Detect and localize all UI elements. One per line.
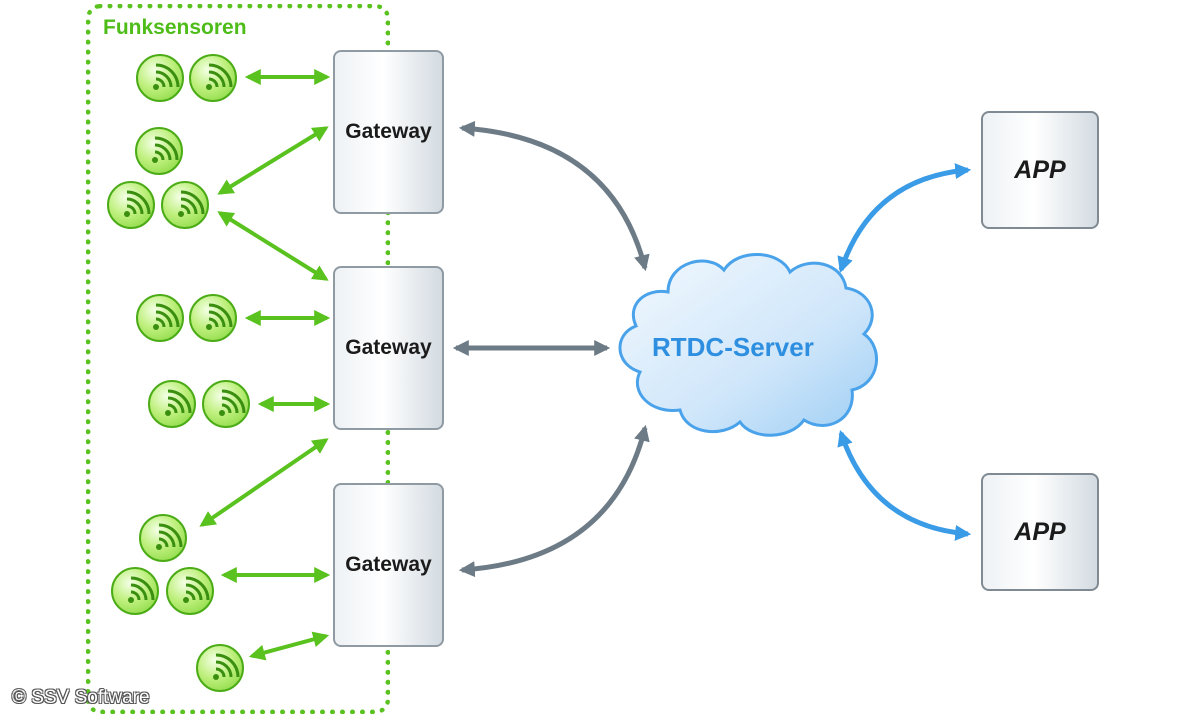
wireless-signal-icon [136, 54, 184, 102]
wireless-signal-icon [111, 567, 159, 615]
sensor-link [217, 126, 329, 195]
server-app-link [837, 429, 972, 541]
wireless-signal-icon [166, 567, 214, 615]
sensor-link [199, 438, 329, 527]
gateway-box: Gateway [333, 483, 444, 647]
app-label: APP [1014, 155, 1066, 184]
wireless-signal-icon [107, 181, 155, 229]
app-box: APP [981, 111, 1099, 229]
group-title: Funksensoren [103, 16, 247, 39]
gateway-box: Gateway [333, 266, 444, 430]
sensor-link [248, 631, 330, 661]
wireless-signal-icon [189, 294, 237, 342]
wireless-signal-icon [148, 380, 196, 428]
rtdc-server-cloud [618, 253, 878, 437]
app-label: APP [1014, 517, 1066, 546]
gateway-label: Gateway [345, 120, 432, 143]
wireless-signal-icon [135, 127, 183, 175]
wireless-signal-icon [189, 54, 237, 102]
server-app-link [837, 163, 972, 274]
gateway-server-link [458, 424, 650, 578]
copyright-notice: © SSV Software [12, 687, 150, 708]
server-label: RTDC-Server [652, 332, 814, 362]
gateway-server-link [458, 120, 650, 272]
gateway-label: Gateway [345, 553, 432, 576]
wireless-signal-icon [202, 380, 250, 428]
wireless-signal-icon [139, 514, 187, 562]
sensor-link [217, 211, 329, 281]
app-box: APP [981, 473, 1099, 591]
wireless-signal-icon [196, 644, 244, 692]
gateway-box: Gateway [333, 50, 444, 214]
wireless-signal-icon [161, 181, 209, 229]
gateway-label: Gateway [345, 336, 432, 359]
wireless-signal-icon [136, 294, 184, 342]
